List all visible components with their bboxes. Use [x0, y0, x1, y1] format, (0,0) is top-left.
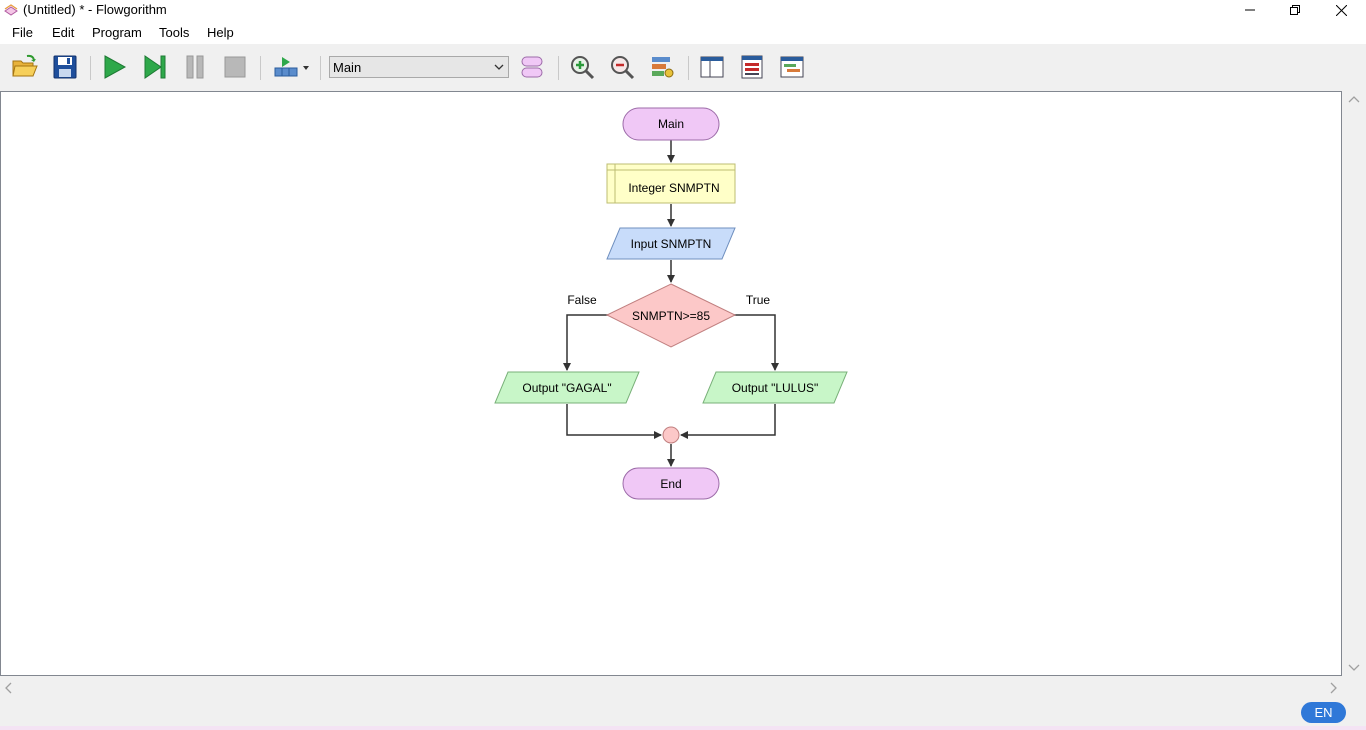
open-button[interactable]	[9, 51, 41, 83]
pause-icon	[186, 55, 204, 79]
scroll-left-icon[interactable]	[4, 682, 12, 694]
toolbar-separator	[320, 56, 321, 80]
function-select-value: Main	[333, 60, 362, 75]
status-bar: EN	[0, 697, 1366, 730]
decision-block-label: SNMPTN>=85	[632, 309, 710, 323]
flowgorithm-app-icon	[4, 4, 18, 16]
input-block-label: Input SNMPTN	[631, 237, 712, 251]
decision-block[interactable]: SNMPTN>=85	[605, 283, 737, 348]
merge-connector	[662, 426, 680, 444]
folder-open-icon	[12, 54, 38, 77]
end-terminal[interactable]: End	[622, 467, 720, 500]
taskbar-strip	[0, 726, 1366, 730]
output-false-block[interactable]: Output "GAGAL"	[494, 371, 640, 404]
menu-tools[interactable]: Tools	[159, 25, 190, 40]
step-button[interactable]	[139, 51, 171, 83]
toolbar-separator	[688, 56, 689, 80]
variable-watch-button[interactable]	[646, 51, 678, 83]
flow-connectors	[563, 140, 779, 467]
menu-file[interactable]: File	[12, 25, 33, 40]
declare-block[interactable]: Integer SNMPTN	[606, 163, 736, 204]
stop-icon	[224, 56, 246, 78]
toolbar-separator	[90, 56, 91, 80]
menu-help[interactable]: Help	[207, 25, 234, 40]
layout-menu-button[interactable]	[271, 51, 313, 83]
language-indicator[interactable]: EN	[1301, 702, 1346, 723]
false-branch-label: False	[567, 293, 597, 307]
declare-block-label: Integer SNMPTN	[628, 181, 719, 195]
menu-bar: File Edit Program Tools Help	[0, 20, 1366, 44]
end-terminal-label: End	[660, 477, 681, 491]
toolbar-separator	[558, 56, 559, 80]
close-icon	[1335, 4, 1347, 16]
scroll-down-icon[interactable]	[1348, 664, 1360, 672]
zoom-out-icon	[611, 56, 635, 80]
save-button[interactable]	[49, 51, 81, 83]
minimize-icon	[1245, 9, 1255, 11]
input-block[interactable]: Input SNMPTN	[606, 227, 736, 260]
window-title: (Untitled) * - Flowgorithm	[23, 2, 167, 17]
menu-program[interactable]: Program	[92, 25, 142, 40]
flowchart-diagram: Main Integer SNMPTN Input SNMPTN SNMPTN>…	[494, 107, 848, 500]
start-terminal[interactable]: Main	[622, 107, 720, 141]
chevron-down-icon	[494, 64, 504, 70]
zoom-in-icon	[571, 56, 595, 80]
play-icon	[104, 55, 127, 79]
output-false-label: Output "GAGAL"	[522, 381, 611, 395]
layout-split-button[interactable]	[696, 51, 728, 83]
restore-button[interactable]	[1272, 0, 1318, 20]
console-icon	[780, 56, 804, 78]
stop-button[interactable]	[219, 51, 251, 83]
zoom-in-button[interactable]	[566, 51, 598, 83]
vertical-scrollbar[interactable]	[1342, 91, 1366, 676]
output-true-label: Output "LULUS"	[732, 381, 819, 395]
restore-icon	[1290, 5, 1300, 15]
start-terminal-label: Main	[658, 117, 684, 131]
function-icon	[521, 56, 543, 78]
scroll-right-icon[interactable]	[1330, 682, 1338, 694]
toolbar-separator	[260, 56, 261, 80]
scroll-up-icon[interactable]	[1348, 95, 1360, 103]
pause-button[interactable]	[179, 51, 211, 83]
run-button[interactable]	[98, 51, 130, 83]
horizontal-scrollbar[interactable]	[0, 677, 1342, 697]
true-branch-label: True	[746, 293, 771, 307]
variable-watch-icon	[652, 57, 674, 78]
flowchart-canvas[interactable]: Main Integer SNMPTN Input SNMPTN SNMPTN>…	[0, 91, 1342, 676]
console-button[interactable]	[776, 51, 808, 83]
source-code-icon	[741, 55, 763, 79]
minimize-button[interactable]	[1227, 0, 1273, 20]
source-code-button[interactable]	[736, 51, 768, 83]
add-function-button[interactable]	[516, 51, 548, 83]
run-speed-icon	[274, 57, 309, 77]
zoom-out-button[interactable]	[606, 51, 638, 83]
title-bar: (Untitled) * - Flowgorithm	[0, 0, 1366, 20]
function-select[interactable]: Main	[329, 56, 509, 78]
output-true-block[interactable]: Output "LULUS"	[702, 371, 848, 404]
step-forward-icon	[144, 55, 166, 79]
layout-split-icon	[700, 56, 724, 78]
close-button[interactable]	[1318, 0, 1364, 20]
toolbar: Main	[0, 44, 1366, 90]
menu-edit[interactable]: Edit	[52, 25, 75, 40]
floppy-disk-icon	[53, 55, 77, 79]
